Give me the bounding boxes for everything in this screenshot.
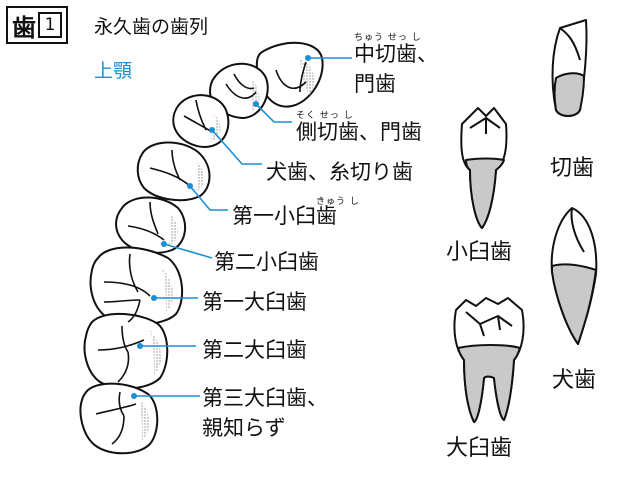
premolar-side-view (460, 107, 508, 229)
label-first-molar: 第一大臼歯 (202, 290, 307, 314)
label-incisor-type: 切歯 (550, 156, 595, 181)
label-molar-type: 大臼歯 (446, 436, 513, 461)
tooth-second-premolar (115, 196, 187, 254)
label-wisdom-tooth: 親知らず (202, 416, 286, 440)
upper-jaw-label: 上顎 (94, 60, 133, 82)
ruby-lateral-incisor: そく せっ し (296, 111, 354, 121)
label-second-molar: 第二大臼歯 (202, 338, 307, 362)
label-third-molar: 第三大臼歯、 (202, 386, 328, 410)
label-premolar-type: 小臼歯 (446, 240, 513, 265)
label-first-premolar: 第一小臼歯 (232, 204, 337, 228)
label-central-incisor: 中切歯、 (354, 42, 438, 66)
ruby-central-incisor: ちゅう せっ し (354, 33, 422, 43)
molar-side-view (453, 297, 525, 423)
incisor-side-view (551, 19, 588, 117)
label-canine-type: 犬歯 (552, 368, 597, 393)
canine-side-view (550, 207, 598, 345)
tooth-third-molar (79, 382, 159, 455)
label-lateral-incisor: 側切歯、門歯 (296, 120, 422, 144)
label-central-incisor-alt: 門歯 (354, 72, 396, 96)
ruby-first-premolar: きゅう し (316, 197, 360, 207)
chapter-badge-number: 1 (38, 12, 62, 38)
label-second-premolar: 第二小臼歯 (214, 250, 319, 274)
page-title: 永久歯の歯列 (94, 16, 209, 38)
chapter-badge: 歯 1 (6, 6, 68, 44)
leader-lines (134, 57, 352, 397)
chapter-badge-kanji: 歯 (12, 13, 36, 42)
label-canine: 犬歯、糸切り歯 (266, 160, 413, 184)
